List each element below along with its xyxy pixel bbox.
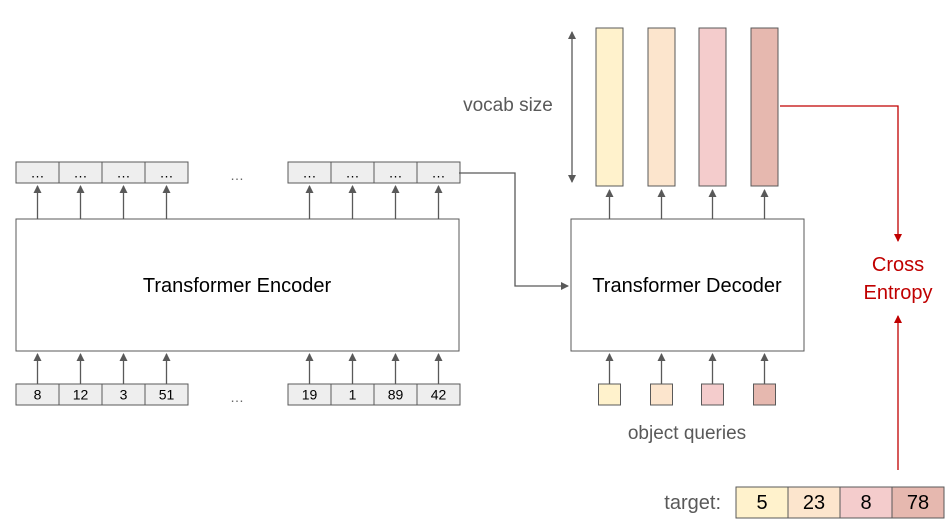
object-query-box	[650, 383, 673, 406]
encoder-output-token-value: …	[160, 165, 174, 181]
encoder-output-tokens: … … … … … … … …	[15, 161, 461, 184]
loss-label-line2: Entropy	[864, 282, 933, 304]
encoder-output-token-value: …	[346, 165, 360, 181]
target-label: target:	[664, 492, 721, 514]
vocab-output-bars	[595, 27, 779, 219]
encoder-input-token-value: 19	[302, 387, 318, 403]
vocab-bar	[750, 27, 779, 187]
encoder-output-token-value: …	[74, 165, 88, 181]
target-value: 5	[756, 492, 767, 514]
encoder-to-decoder-arrow	[459, 172, 569, 290]
object-queries-label: object queries	[628, 423, 746, 444]
encoder-output-token-value: …	[31, 165, 45, 181]
encoder-input-token-value: 51	[159, 387, 175, 403]
vocab-bar	[647, 27, 676, 187]
encoder-label: Transformer Encoder	[143, 275, 332, 297]
encoder-output-token-value: …	[389, 165, 403, 181]
object-query-boxes	[598, 353, 776, 406]
vocab-bar	[698, 27, 727, 187]
encoder-input-ellipsis: …	[230, 389, 244, 405]
encoder-input-token-value: 12	[73, 387, 89, 403]
target-row: 5 23 8 78	[735, 486, 945, 519]
target-cell	[735, 486, 789, 519]
encoder-output-ellipsis: …	[230, 167, 244, 183]
encoder-output-token-value: …	[432, 165, 446, 181]
vocab-bar	[595, 27, 624, 187]
object-query-box	[701, 383, 724, 406]
target-cell	[891, 486, 945, 519]
vocab-size-label: vocab size	[463, 95, 553, 116]
target-value: 8	[860, 492, 871, 514]
object-query-box	[753, 383, 776, 406]
target-value: 78	[907, 492, 929, 514]
encoder-input-token-value: 3	[120, 387, 128, 403]
decoder-label: Transformer Decoder	[592, 275, 782, 297]
decoder-box	[570, 218, 805, 352]
object-query-box	[598, 383, 621, 406]
encoder-output-token-value: …	[117, 165, 131, 181]
encoder-input-token-value: 1	[349, 387, 357, 403]
prediction-to-loss-arrow	[780, 105, 902, 242]
encoder-arrows	[33, 185, 443, 384]
encoder-box	[15, 218, 460, 352]
encoder-output-token-value: …	[303, 165, 317, 181]
encoder-input-token-value: 8	[34, 387, 42, 403]
target-cell	[839, 486, 893, 519]
encoder-input-token-value: 89	[388, 387, 404, 403]
loss-label-line1: Cross	[872, 254, 924, 276]
encoder-output-token-cell	[144, 161, 189, 184]
target-value: 23	[803, 492, 825, 514]
encoder-input-token-value: 42	[431, 387, 447, 403]
target-cell	[787, 486, 841, 519]
